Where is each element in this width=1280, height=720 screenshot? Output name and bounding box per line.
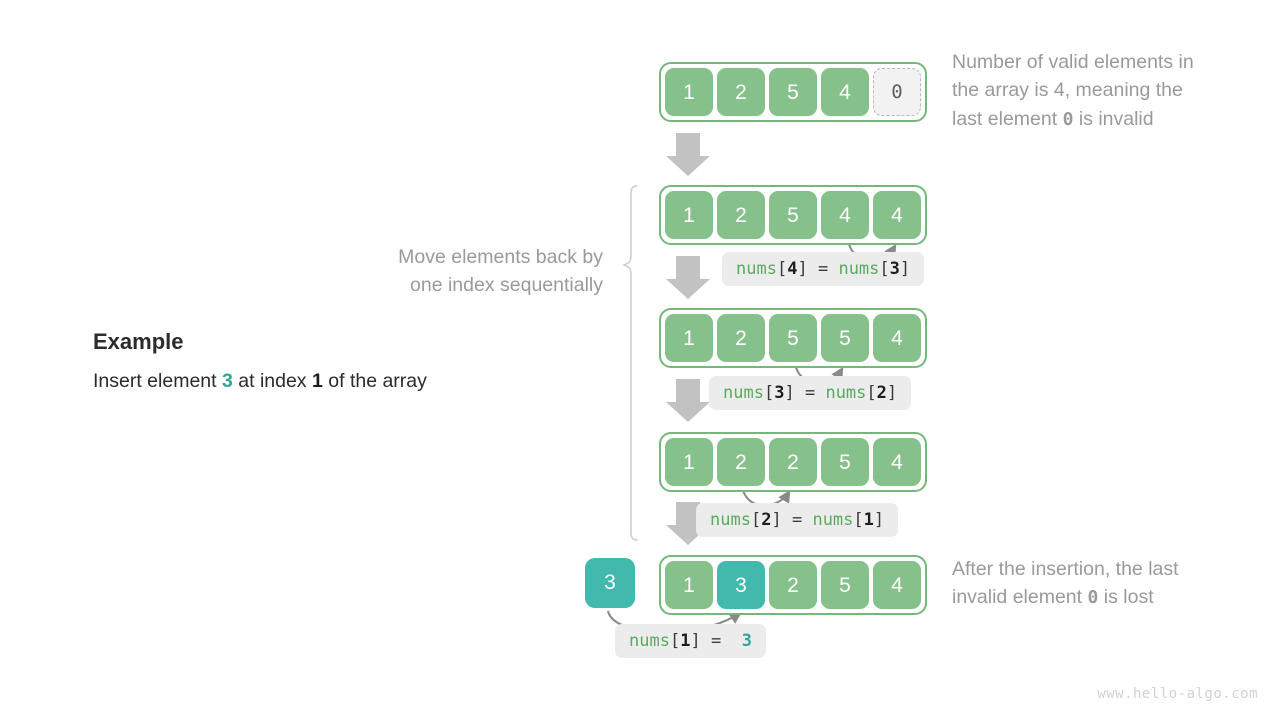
code-label-3: nums[2] = nums[1] [696,503,899,537]
code-rhs-close: ] [873,510,885,530]
inserted-element-box: 3 [585,558,635,608]
array-row-final: 1 3 2 5 4 [659,555,927,615]
code-lhs-open: [ [763,383,775,403]
move-note-line2: one index sequentially [410,274,603,297]
code-lhs-close: ] [690,631,701,651]
array-cell: 4 [821,191,869,239]
result-note-code-zero: 0 [1087,587,1099,609]
valid-note-line3-pre: last element [952,107,1063,130]
array-cell: 5 [769,314,817,362]
array-cell: 2 [769,561,817,609]
array-cell: 4 [873,314,921,362]
code-lhs-index: 3 [774,383,785,403]
code-lhs-fn: nums [736,259,777,279]
array-cell: 4 [873,438,921,486]
result-note-line2-pre: invalid element [952,586,1088,609]
code-label-4: nums[1] = 3 [615,624,766,658]
code-rhs-open: [ [866,383,877,403]
code-lhs-index: 4 [787,259,798,279]
grouping-brace [621,185,638,541]
array-row-step-1: 1 2 5 4 4 [659,185,927,245]
code-lhs-open: [ [669,631,681,651]
valid-note-line3-post: is invalid [1073,107,1154,130]
array-cell-invalid: 0 [873,68,921,116]
array-cell: 1 [665,438,713,486]
array-cell: 4 [821,68,869,116]
array-cell: 5 [769,191,817,239]
valid-note-code-zero: 0 [1062,108,1074,130]
code-rhs-open: [ [879,259,890,279]
code-equals: = [791,510,803,530]
array-cell-inserted: 3 [717,561,765,609]
insertion-result-note: After the insertion, the last invalid el… [952,555,1262,612]
valid-note-line1: Number of valid elements in [952,51,1194,73]
site-watermark: www.hello-algo.com [1097,686,1258,702]
code-rhs-literal: 3 [741,631,752,651]
example-text-prefix: Insert element [93,370,222,392]
valid-elements-note: Number of valid elements in the array is… [952,48,1262,133]
code-lhs-index: 1 [680,631,691,651]
code-lhs-close: ] [797,259,808,279]
code-lhs-open: [ [776,259,788,279]
code-label-1: nums[4] = nums[3] [722,252,925,286]
array-cell: 1 [665,191,713,239]
code-lhs-close: ] [784,383,795,403]
move-note-line1: Move elements back by [398,246,603,268]
code-rhs-open: [ [853,510,864,530]
code-label-2: nums[3] = nums[2] [709,376,912,410]
array-cell: 5 [769,68,817,116]
example-heading: Example [93,329,184,354]
code-lhs-fn: nums [710,510,751,530]
code-equals: = [710,631,722,651]
array-cell: 1 [665,314,713,362]
result-note-line1: After the insertion, the last [952,558,1179,580]
array-cell: 4 [873,561,921,609]
code-rhs-close: ] [899,259,911,279]
code-rhs-close: ] [886,383,898,403]
example-text-mid: at index [232,370,312,392]
code-rhs-index: 1 [863,510,874,530]
down-arrow-3 [666,379,710,422]
result-note-line2: invalid element 0 is lost [952,583,1262,611]
code-rhs-fn: nums [838,259,880,279]
code-rhs-index: 3 [889,259,900,279]
code-lhs-close: ] [771,510,782,530]
array-row-step-3: 1 2 2 5 4 [659,432,927,492]
valid-note-line3: last element 0 is invalid [952,105,1262,133]
array-cell: 1 [665,561,713,609]
array-cell: 2 [769,438,817,486]
array-cell: 1 [665,68,713,116]
array-row-initial: 1 2 5 4 0 [659,62,927,122]
array-cell: 2 [717,438,765,486]
array-cell: 2 [717,68,765,116]
valid-note-line2: the array is 4, meaning the [952,79,1183,102]
code-lhs-fn: nums [629,631,670,651]
array-cell: 5 [821,438,869,486]
array-cell: 4 [873,191,921,239]
code-lhs-index: 2 [761,510,772,530]
example-index-value: 1 [311,370,323,392]
code-equals: = [817,259,829,279]
array-cell: 5 [821,314,869,362]
example-inserted-value: 3 [221,370,233,392]
code-equals: = [804,383,816,403]
move-elements-note: Move elements back by one index sequenti… [300,243,603,300]
array-cell: 2 [717,191,765,239]
array-cell: 5 [821,561,869,609]
code-lhs-fn: nums [723,383,764,403]
result-note-line2-post: is lost [1098,586,1154,609]
array-row-step-2: 1 2 5 5 4 [659,308,927,368]
code-rhs-fn: nums [812,510,854,530]
example-text-suffix: of the array [322,370,427,392]
code-rhs-fn: nums [825,383,867,403]
code-lhs-open: [ [750,510,762,530]
down-arrow-1 [666,133,710,176]
down-arrow-2 [666,256,710,299]
code-rhs-index: 2 [876,383,887,403]
example-description: Insert element 3 at index 1 of the array [93,370,427,393]
array-cell: 2 [717,314,765,362]
